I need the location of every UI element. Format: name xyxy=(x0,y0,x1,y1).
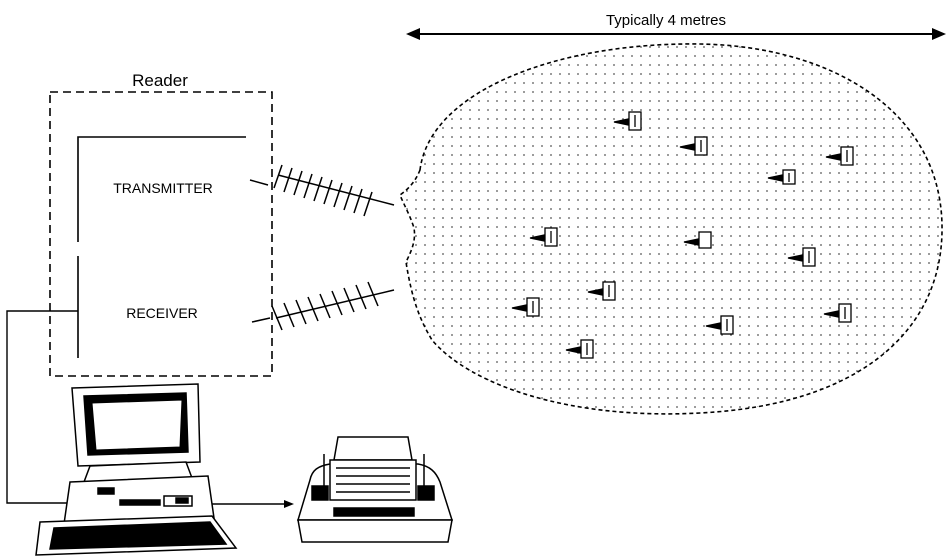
range-arrow xyxy=(406,28,946,40)
desktop-computer-icon xyxy=(36,384,236,555)
receiver-antenna xyxy=(252,282,394,330)
reader-label: Reader xyxy=(132,71,188,90)
printer-icon xyxy=(298,437,452,542)
range-label: Typically 4 metres xyxy=(606,12,726,29)
receiver-label: RECEIVER xyxy=(126,305,198,321)
reader-internal-lines xyxy=(78,137,246,358)
transmitter-label: TRANSMITTER xyxy=(113,180,213,196)
reader-box xyxy=(50,92,272,376)
read-zone xyxy=(400,44,942,414)
